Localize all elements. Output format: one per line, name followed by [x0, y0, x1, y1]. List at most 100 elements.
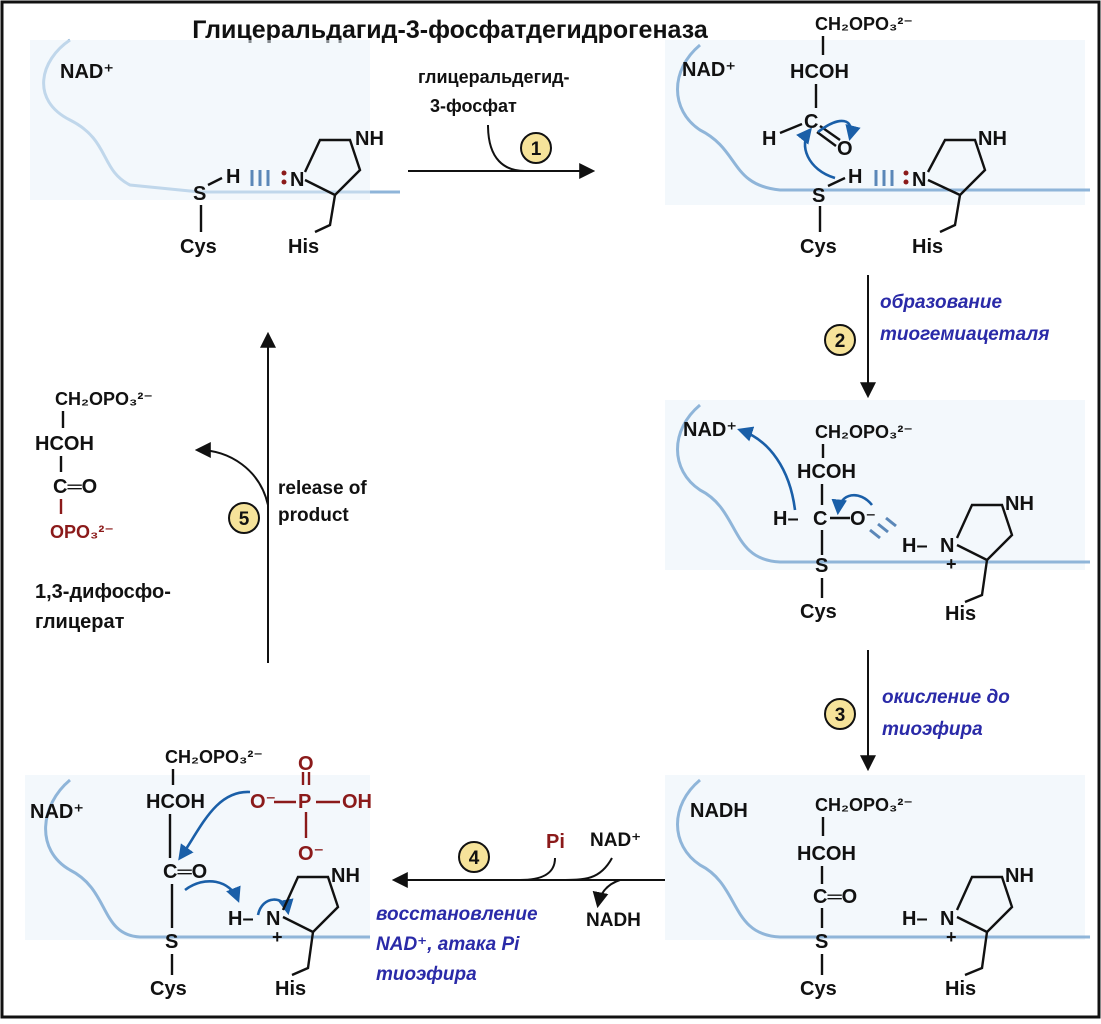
ch2opo3-group: CH₂OPO₃²⁻ — [815, 795, 913, 815]
step-2-label-1: образование — [880, 292, 1002, 313]
h-label: H — [848, 166, 862, 188]
phosphate-attack-arrow — [178, 790, 251, 861]
nad-plus-in: NAD⁺ — [590, 830, 641, 851]
c-h-bond — [779, 122, 803, 135]
electron-arrow — [184, 880, 241, 903]
phosphate-o-minus: O⁻ — [250, 791, 276, 813]
panel-thiohemiacetal: NAD⁺ CH₂OPO₃²⁻ HCOH H– C O⁻ H– N + NH Hi… — [665, 400, 1090, 625]
nad-label: NAD⁺ — [682, 59, 736, 81]
thioester-carbonyl: C═O — [813, 886, 857, 908]
membrane-line — [676, 403, 1090, 564]
step-5-label-1: release of — [278, 478, 367, 499]
central-c: C — [813, 508, 827, 530]
phosphate-o-top: O — [298, 753, 314, 775]
panel-substrate-bound: NAD⁺ CH₂OPO₃²⁻ HCOH C H O S Cys H N NH H… — [665, 14, 1090, 258]
step-1-circle — [520, 132, 552, 164]
cys-label: Cys — [150, 978, 187, 1000]
hcoh-group: HCOH — [146, 791, 205, 813]
phosphorus: P — [298, 791, 311, 813]
phosphate-o-bottom: O⁻ — [298, 843, 324, 865]
step-3: 3 окисление до тиоэфира — [824, 650, 1010, 772]
step-4: 4 Pi NAD⁺ NADH восстановление NAD⁺, атак… — [376, 830, 665, 985]
imidazolium-plus: + — [946, 554, 957, 574]
nadh-out: NADH — [586, 910, 641, 931]
his-linker — [964, 559, 989, 604]
carbonyl-group: C═O — [53, 476, 97, 498]
c-o-bond — [816, 131, 837, 147]
his-linker — [964, 931, 989, 977]
sulfur-label: S — [815, 555, 828, 577]
his-linker — [291, 931, 315, 977]
imidazole-nh: NH — [331, 865, 360, 887]
step-3-label-1: окисление до — [882, 687, 1010, 708]
step-4-number: 4 — [469, 848, 480, 869]
imidazole-nh: NH — [1005, 493, 1034, 515]
nad-entry-curve — [559, 857, 613, 881]
product-label-2: глицерат — [35, 611, 125, 633]
phosphate-oh: OH — [342, 791, 372, 813]
acyl-phosphate: OPO₃²⁻ — [50, 522, 114, 542]
imidazole-nh: NH — [978, 128, 1007, 150]
membrane-shade — [30, 40, 370, 200]
his-label: His — [288, 236, 319, 258]
panel-enzyme-free: NAD⁺ S Cys H N NH His — [30, 38, 400, 258]
step-5-number: 5 — [239, 509, 250, 530]
ch2opo3-group: CH₂OPO₃²⁻ — [165, 747, 263, 767]
alkoxide-o: O⁻ — [850, 508, 876, 530]
carbonyl-c: C — [804, 111, 818, 133]
imidazole-nh: NH — [355, 128, 384, 150]
hcoh-group: HCOH — [797, 843, 856, 865]
cys-label: Cys — [180, 236, 217, 258]
step-2-number: 2 — [835, 331, 846, 352]
imidazole-ring — [303, 138, 362, 197]
step-2-label-2: тиогемиацеталя — [880, 324, 1049, 345]
step-3-circle — [824, 698, 856, 730]
lone-pair — [903, 179, 909, 185]
hcoh-group: HCOH — [35, 433, 94, 455]
membrane-shade — [665, 775, 1085, 940]
imidazole-ring — [281, 875, 340, 934]
panel-phosphorolysis: NAD⁺ CH₂OPO₃²⁻ HCOH C═O S Cys O⁻ P OH O … — [25, 747, 372, 1000]
cys-label: Cys — [800, 601, 837, 623]
aldehyde-h: H — [762, 128, 776, 150]
product-label-1: 1,3-дифосфо- — [35, 581, 171, 603]
nad-label: NAD⁺ — [30, 801, 84, 823]
step-1: глицеральдегид- 3-фосфат 1 — [408, 67, 596, 179]
step-5-circle — [228, 502, 260, 534]
imidazole-n: N — [290, 169, 304, 191]
nad-label: NAD⁺ — [683, 419, 737, 441]
thioester-carbonyl: C═O — [163, 861, 207, 883]
membrane-line — [676, 43, 1090, 192]
sulfur-label: S — [193, 183, 206, 205]
nadh-label: NADH — [690, 800, 748, 822]
imidazole-ring — [955, 875, 1014, 934]
hbond-dash — [877, 522, 889, 534]
hbond-dash — [885, 516, 897, 528]
cys-label: Cys — [800, 978, 837, 1000]
lone-pair — [903, 170, 909, 176]
h-dash-his: H– — [902, 535, 928, 557]
substrate-line-1: глицеральдегид- — [418, 67, 570, 87]
imidazole-ring — [955, 503, 1014, 562]
step-2: 2 образование тиогемиацеталя — [824, 275, 1049, 399]
ch2opo3-group: CH₂OPO₃²⁻ — [815, 422, 913, 442]
product-1-3-bpg: CH₂OPO₃²⁻ HCOH C═O OPO₃²⁻ 1,3-дифосфо- г… — [35, 389, 171, 633]
lone-pair — [281, 179, 287, 185]
s-h-bond — [827, 176, 846, 188]
step-4-circle — [458, 841, 490, 873]
step-5: 5 release of product — [194, 331, 367, 663]
electron-arrow — [817, 119, 861, 142]
electron-arrow — [256, 898, 294, 916]
sulfur-label: S — [815, 931, 828, 953]
his-label: His — [275, 978, 306, 1000]
step-2-circle — [824, 324, 856, 356]
imidazole-n: N — [940, 535, 954, 557]
substrate-entry-curve — [487, 124, 526, 172]
imidazole-nh: NH — [1005, 865, 1034, 887]
imidazolium-plus: + — [272, 927, 283, 947]
pi-entry-curve — [519, 857, 556, 881]
substrate-line-2: 3-фосфат — [430, 96, 517, 116]
